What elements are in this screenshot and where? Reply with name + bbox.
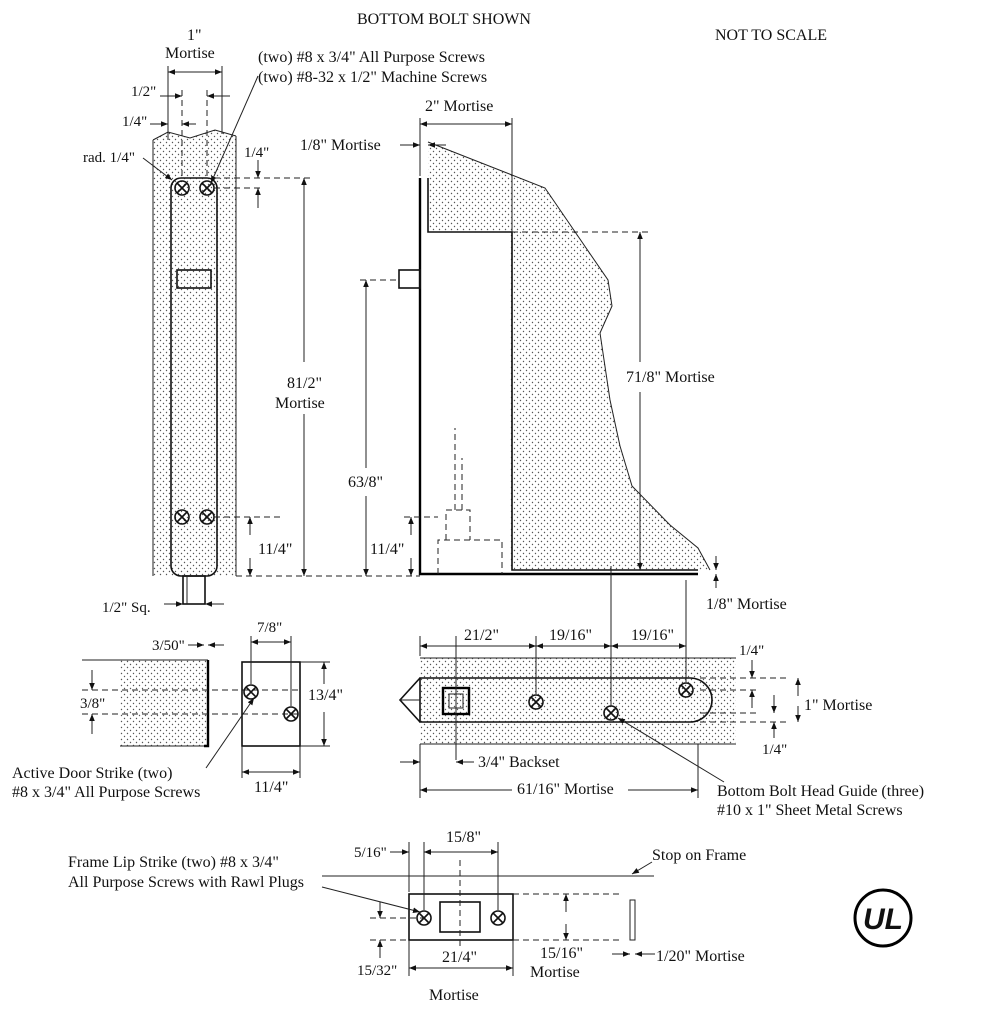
- strike-door-stipple: [120, 660, 208, 746]
- active-strike-view: 3/50" 7/8" 3/8" 13/4" 11/4" Active Door …: [12, 620, 343, 801]
- frame-lip-strike-opening: [439, 901, 481, 933]
- dim-6-3-8: 63/8": [348, 474, 383, 491]
- backset-label: 3/4" Backset: [478, 754, 560, 771]
- guide-door-stipple: [420, 658, 736, 744]
- screws-callout-line1: (two) #8 x 3/4" All Purpose Screws: [258, 49, 485, 66]
- bolt-slide-knob: [176, 269, 212, 289]
- radius-label: rad. 1/4": [83, 150, 135, 166]
- dim-3-8: 3/8": [80, 696, 105, 712]
- screw-icon: [174, 180, 190, 196]
- door-edge-stipple: [153, 130, 236, 576]
- dim-1-9-16-b: 19/16": [631, 627, 674, 644]
- dim-bottom-height: 11/4": [258, 541, 292, 558]
- active-strike-label-line2: #8 x 3/4" All Purpose Screws: [12, 784, 200, 801]
- active-strike-label-line1: Active Door Strike (two): [12, 765, 172, 782]
- drawing-title: BOTTOM BOLT SHOWN: [357, 11, 531, 28]
- dim-1in-mortise: 1" Mortise: [804, 697, 872, 714]
- screw-icon: [174, 509, 190, 525]
- bolt-head-guide-plate: [419, 677, 713, 723]
- dim-1-9-16-a: 19/16": [549, 627, 592, 644]
- side-view: 1" Mortise 1/2" 1/4" rad. 1/4" (two) #8 …: [83, 27, 487, 616]
- ul-logo-text: UL: [863, 903, 903, 936]
- dim-mortise-word: Mortise: [165, 45, 215, 62]
- dim-quarter-bottom: 1/4": [762, 742, 787, 758]
- dim-quarter-top: 1/4": [739, 643, 764, 659]
- screws-callout-line2: (two) #8-32 x 1/2" Machine Screws: [258, 69, 487, 86]
- stop-on-frame-label: Stop on Frame: [652, 847, 746, 864]
- screw-icon: [490, 910, 506, 926]
- dim-2in-mortise: 2" Mortise: [425, 98, 493, 115]
- bolt-channel-outline: [418, 178, 698, 576]
- dim-15-32: 15/32": [357, 963, 397, 979]
- bolt-guide-label-line2: #10 x 1" Sheet Metal Screws: [717, 802, 903, 819]
- dim-quarter-left: 1/4": [122, 114, 147, 130]
- dim-5-16: 5/16": [354, 845, 387, 861]
- dim-quarter-right: 1/4": [244, 145, 269, 161]
- dim-2-1-4: 21/4": [442, 949, 477, 966]
- active-strike-plate: [241, 661, 301, 747]
- dim-3-50: 3/50": [152, 638, 185, 654]
- dim-1-3-4: 13/4": [308, 687, 343, 704]
- section-view: 2" Mortise 1/8" Mortise 71/8" Mortise 63…: [300, 98, 787, 613]
- dim-1-5-8: 15/8": [446, 829, 481, 846]
- screw-icon: [678, 682, 694, 698]
- dim-1-20-mortise: 1/20" Mortise: [656, 948, 745, 965]
- dim-7-8: 7/8": [257, 620, 282, 636]
- frame-lip-label-line1: Frame Lip Strike (two) #8 x 3/4": [68, 854, 279, 871]
- frame-lip-strike-plate: [408, 893, 514, 941]
- dim-15-16-word: Mortise: [530, 964, 580, 981]
- dim-7-1-8-mortise: 71/8" Mortise: [626, 369, 715, 386]
- dim-2-1-2: 21/2": [464, 627, 499, 644]
- dim-2-1-4-word: Mortise: [429, 987, 479, 1004]
- bolt-guide-label-line1: Bottom Bolt Head Guide (three): [717, 783, 924, 800]
- dim-bolt-square: 1/2" Sq.: [102, 600, 151, 616]
- dim-height-word: Mortise: [275, 395, 325, 412]
- dim-mortise-width: 1": [187, 27, 202, 44]
- dim-overall-mortise: 61/16" Mortise: [517, 781, 614, 798]
- bolt-rod: [182, 575, 206, 605]
- scale-note: NOT TO SCALE: [715, 27, 827, 44]
- dim-15-16: 15/16": [540, 945, 583, 962]
- section-knob: [398, 269, 421, 289]
- dim-half-inch: 1/2": [131, 84, 156, 100]
- frame-lip-label-line2: All Purpose Screws with Rawl Plugs: [68, 874, 304, 891]
- screw-icon: [528, 694, 544, 710]
- frame-lip-edge: [629, 899, 636, 941]
- frame-lip-view: Frame Lip Strike (two) #8 x 3/4" All Pur…: [68, 829, 746, 1004]
- dim-height-main: 81/2": [287, 375, 322, 392]
- ul-logo: UL: [853, 888, 913, 948]
- dim-strike-1-1-4: 11/4": [254, 779, 288, 796]
- screw-icon: [283, 706, 299, 722]
- door-section-stipple: [428, 142, 710, 570]
- screw-icon: [243, 684, 259, 700]
- dim-section-1-1-4: 11/4": [370, 541, 404, 558]
- dim-bottom-eighth: 1/8" Mortise: [706, 596, 787, 613]
- bolt-guide-view: 21/2" 19/16" 19/16" 1/4" 1/4" 1" Mortise…: [398, 566, 924, 819]
- dim-eighth-mortise: 1/8" Mortise: [300, 137, 381, 154]
